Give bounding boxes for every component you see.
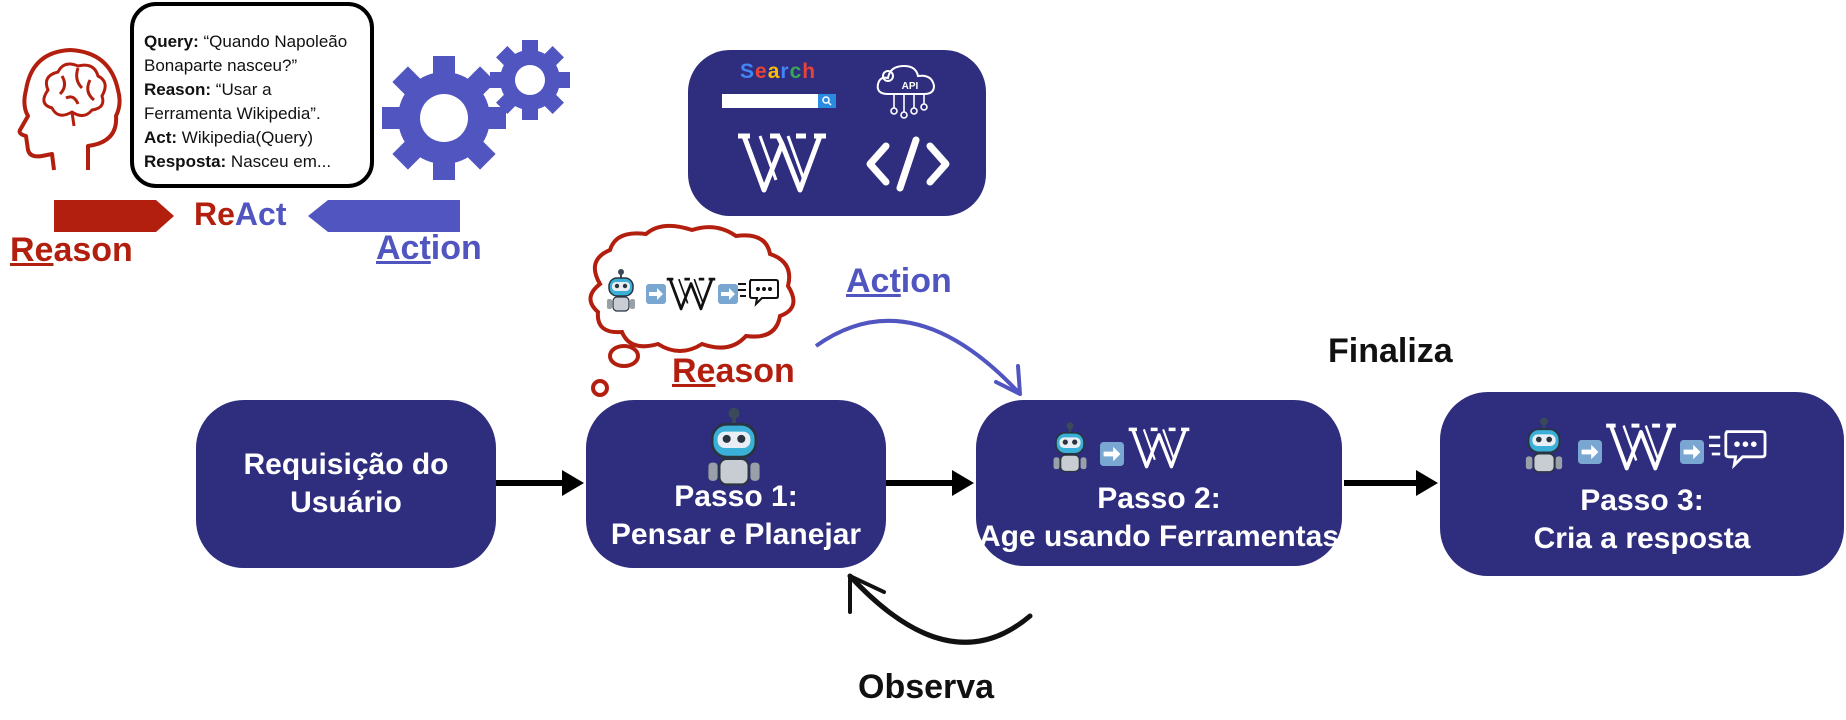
search-bar (722, 94, 818, 108)
act-text: Wikipedia(Query) (177, 128, 314, 147)
resposta-label: Resposta: (144, 152, 227, 171)
chat-response-icon (1709, 430, 1767, 470)
finaliza-label: Finaliza (1328, 332, 1453, 370)
query-text: “Quando Napoleão Bonaparte nasceu?” (144, 32, 348, 75)
user-request-line1: Requisição do (243, 448, 449, 481)
reason-arrow (54, 200, 174, 232)
gears-icon (382, 40, 570, 180)
reason-rest: ason (715, 352, 795, 390)
action-label: Action (846, 262, 952, 301)
tools-box: Search API (688, 50, 986, 216)
right-arrow-icon (646, 284, 666, 304)
robot-icon (708, 407, 760, 486)
action-rest: ion (900, 262, 952, 300)
api-cloud-icon: API (876, 64, 936, 119)
wikipedia-icon (738, 133, 826, 193)
wikipedia-icon (1606, 423, 1676, 471)
right-arrow-icon (1578, 440, 1602, 464)
right-arrow-icon (1680, 440, 1704, 464)
search-magnifier-icon (818, 94, 836, 108)
step3-line2: Cria a resposta (1533, 522, 1751, 555)
robot-icon (607, 269, 635, 312)
right-arrow-icon (718, 284, 738, 304)
svg-text:API: API (902, 81, 919, 92)
observa-label: Observa (858, 668, 995, 706)
user-request-box: Requisição do Usuário (196, 400, 496, 568)
step2-box: Passo 2: Age usando Ferramentas (976, 400, 1342, 566)
arrow-step1-to-step2 (886, 470, 974, 496)
wikipedia-icon (666, 277, 716, 311)
right-arrow-icon (1100, 442, 1124, 466)
step3-box: Passo 3: Cria a resposta (1440, 392, 1844, 576)
legend-action-rest: ion (430, 229, 482, 267)
reason-text: “Usar a Ferramenta Wikipedia”. (144, 80, 321, 123)
code-icon (866, 136, 950, 192)
reason-label: Reason (672, 352, 795, 391)
query-card: Query: “Quando Napoleão Bonaparte nasceu… (130, 2, 374, 188)
legend-reason-rest: ason (53, 231, 133, 269)
reason-underlined: Re (672, 352, 716, 390)
legend-reason-label: Reason (10, 231, 133, 270)
chat-response-icon (738, 279, 779, 307)
react-re: Re (194, 196, 235, 232)
step2-line2: Age usando Ferramentas (978, 520, 1340, 553)
action-arrow (308, 200, 460, 232)
legend-reason-underlined: Re (10, 231, 54, 269)
react-act: Act (234, 196, 287, 232)
reason-label: Reason: (144, 80, 212, 99)
arrow-step2-to-step3 (1344, 470, 1438, 496)
step1-line2: Pensar e Planejar (610, 518, 862, 551)
resposta-text: Nasceu em... (226, 152, 332, 171)
react-title: ReAct (194, 196, 286, 233)
user-request-line2: Usuário (290, 486, 402, 519)
step3-line1: Passo 3: (1580, 484, 1704, 517)
action-underlined: Act (846, 262, 901, 300)
search-logo: Search (740, 60, 817, 83)
legend-action-underlined: Act (376, 229, 431, 267)
action-curved-arrow (814, 318, 1022, 396)
step2-line1: Passo 2: (1097, 482, 1221, 515)
wikipedia-icon (1128, 427, 1190, 469)
head-brain-icon (17, 48, 122, 171)
observa-curved-arrow (847, 573, 1033, 645)
robot-icon (1053, 422, 1087, 473)
act-label: Act: (144, 128, 178, 147)
arrow-request-to-step1 (496, 470, 584, 496)
legend-action-label: Action (376, 229, 482, 268)
robot-icon (1525, 417, 1563, 473)
query-label: Query: (144, 32, 199, 51)
